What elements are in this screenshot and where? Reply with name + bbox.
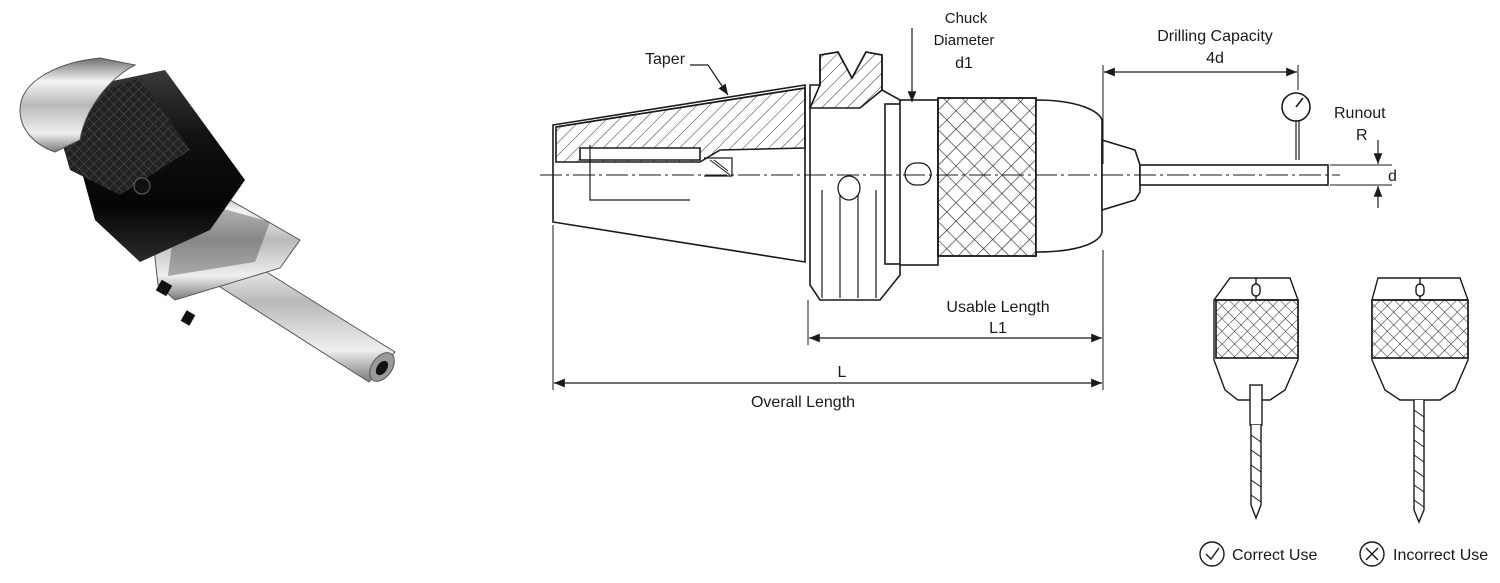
runout-label: Runout: [1334, 105, 1386, 122]
incorrect-use-label: Incorrect Use: [1393, 547, 1488, 564]
x-circle-icon: [1359, 541, 1385, 567]
drilling-capacity-symbol: 4d: [1206, 50, 1224, 67]
product-photo: [19, 57, 396, 383]
taper-label: Taper: [645, 51, 686, 68]
chuck-label-line1: Chuck: [945, 10, 988, 27]
check-circle-icon: [1199, 541, 1225, 567]
usable-length-label: Usable Length: [946, 299, 1049, 316]
drilling-capacity-label: Drilling Capacity: [1157, 28, 1273, 45]
correct-use-label: Correct Use: [1232, 547, 1317, 564]
technical-drawing: [540, 28, 1392, 390]
runout-symbol: R: [1356, 127, 1368, 144]
knurled-sleeve: [937, 97, 1037, 257]
overall-length-label: Overall Length: [751, 394, 855, 411]
chuck-nose: [1035, 99, 1103, 253]
incorrect-use-drawing: [1371, 277, 1469, 524]
usable-length-symbol: L1: [989, 320, 1007, 337]
chuck-diameter-symbol: d1: [955, 55, 973, 72]
chuck-label-line2: Diameter: [934, 32, 995, 49]
overall-length-symbol: L: [838, 364, 847, 381]
drill-diameter-symbol: d: [1388, 168, 1397, 185]
correct-use-drawing: [1213, 277, 1299, 520]
